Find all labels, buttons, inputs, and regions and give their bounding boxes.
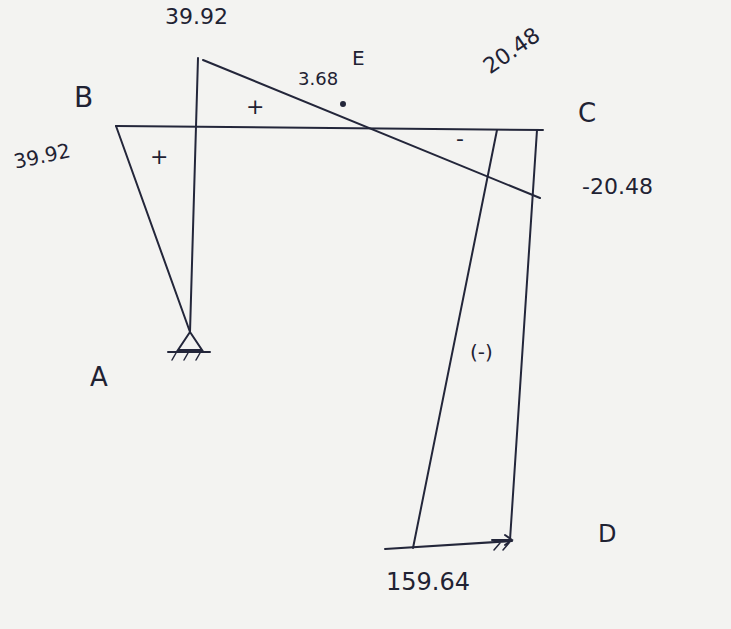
moment-line	[203, 60, 540, 198]
joint-letter: B	[74, 84, 93, 112]
moment-value: -20.48	[582, 176, 653, 198]
column-line	[510, 130, 537, 540]
point-marker	[341, 102, 345, 106]
sign-mark: -	[456, 128, 464, 150]
moment-line	[413, 130, 497, 548]
column-line	[190, 58, 198, 332]
pin-support-symbol	[178, 332, 202, 350]
moment-value: 39.92	[12, 140, 72, 171]
support-letter: A	[90, 364, 108, 390]
joint-letter: C	[578, 100, 596, 126]
sign-mark: (-)	[470, 342, 493, 362]
moment-base-line	[385, 541, 512, 549]
moment-value: 20.48	[480, 24, 544, 78]
support-ground	[168, 351, 210, 353]
sign-mark: +	[246, 96, 264, 118]
moment-value: 39.92	[165, 6, 228, 28]
sign-mark: +	[150, 146, 168, 168]
moment-value: 159.64	[386, 570, 470, 594]
support-hatch	[494, 543, 509, 550]
point-letter: E	[352, 48, 365, 68]
moment-line	[116, 126, 190, 332]
support-letter: D	[598, 522, 616, 546]
support-hatch	[172, 353, 200, 360]
moment-value: 3.68	[298, 70, 338, 88]
beam-line	[116, 126, 543, 130]
